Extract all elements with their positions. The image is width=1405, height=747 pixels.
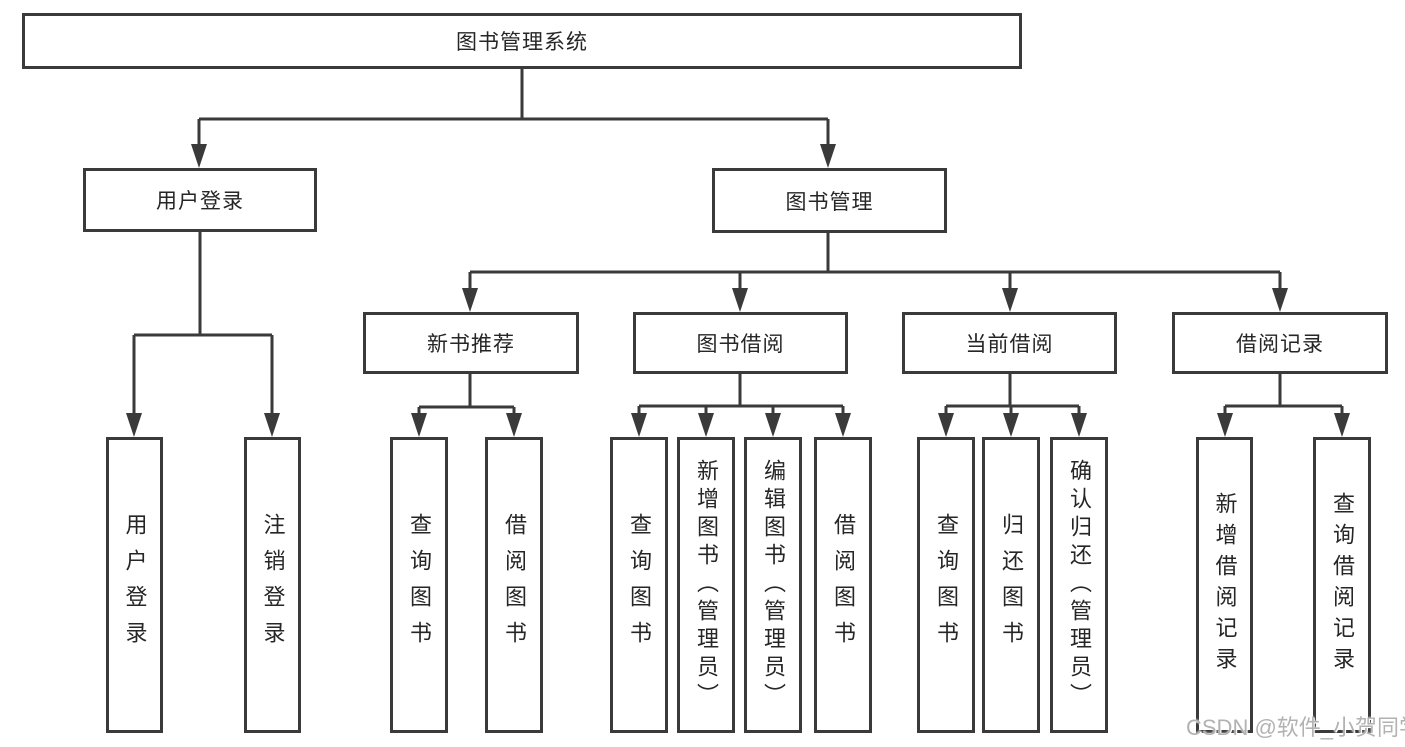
node-borrowing-records: 借阅记录 xyxy=(1172,312,1388,374)
node-new-book-recommendation: 新书推荐 xyxy=(363,312,579,374)
node-leaf-add-borrow-record-label: 新增借阅记录 xyxy=(1212,492,1238,678)
node-book-borrowing: 图书借阅 xyxy=(633,312,848,374)
node-leaf-borrow-books-2: 借阅图书 xyxy=(814,437,872,733)
node-leaf-query-books-3-label: 查询图书 xyxy=(934,513,959,657)
node-book-management: 图书管理 xyxy=(712,168,947,233)
node-leaf-confirm-return-admin-label: 确认归还（管理员） xyxy=(1067,459,1092,711)
node-root-system-label: 图书管理系统 xyxy=(456,31,588,54)
node-leaf-add-borrow-record: 新增借阅记录 xyxy=(1196,437,1253,733)
node-new-book-recommendation-label: 新书推荐 xyxy=(427,333,515,356)
node-leaf-query-books-2: 查询图书 xyxy=(610,437,668,733)
node-leaf-user-login-label: 用户登录 xyxy=(122,513,148,657)
node-user-login: 用户登录 xyxy=(83,168,317,232)
node-leaf-edit-book-admin-label: 编辑图书（管理员） xyxy=(761,459,786,711)
node-leaf-borrow-books-2-label: 借阅图书 xyxy=(831,513,856,657)
node-root-system: 图书管理系统 xyxy=(22,13,1022,69)
node-leaf-add-book-admin-label: 新增图书（管理员） xyxy=(694,459,719,711)
node-current-borrowing-label: 当前借阅 xyxy=(965,333,1054,356)
node-leaf-logout-label: 注销登录 xyxy=(260,513,286,657)
watermark: CSDN @软件_小贺同学 xyxy=(1186,715,1405,740)
node-borrowing-records-label: 借阅记录 xyxy=(1236,333,1324,356)
node-leaf-borrow-books-1-label: 借阅图书 xyxy=(502,513,527,657)
node-book-borrowing-label: 图书借阅 xyxy=(696,333,785,356)
node-leaf-query-books-3: 查询图书 xyxy=(917,437,975,733)
node-current-borrowing: 当前借阅 xyxy=(902,312,1117,374)
node-leaf-confirm-return-admin: 确认归还（管理员） xyxy=(1050,437,1108,733)
node-leaf-add-book-admin: 新增图书（管理员） xyxy=(677,437,735,733)
node-user-login-label: 用户登录 xyxy=(156,190,244,213)
node-book-management-label: 图书管理 xyxy=(785,190,874,214)
node-leaf-return-books-label: 归还图书 xyxy=(999,513,1024,657)
node-leaf-borrow-books-1: 借阅图书 xyxy=(485,437,543,733)
tree-edges xyxy=(132,68,1344,415)
node-leaf-logout: 注销登录 xyxy=(244,437,301,733)
node-leaf-return-books: 归还图书 xyxy=(982,437,1040,733)
node-leaf-edit-book-admin: 编辑图书（管理员） xyxy=(744,437,802,733)
node-leaf-user-login: 用户登录 xyxy=(106,437,163,733)
node-leaf-query-books-1: 查询图书 xyxy=(390,437,448,733)
node-leaf-query-borrow-record: 查询借阅记录 xyxy=(1313,437,1371,733)
node-leaf-query-books-1-label: 查询图书 xyxy=(407,513,432,657)
node-leaf-query-books-2-label: 查询图书 xyxy=(627,513,652,657)
arrowheads xyxy=(126,144,1350,437)
node-leaf-query-borrow-record-label: 查询借阅记录 xyxy=(1330,492,1355,678)
